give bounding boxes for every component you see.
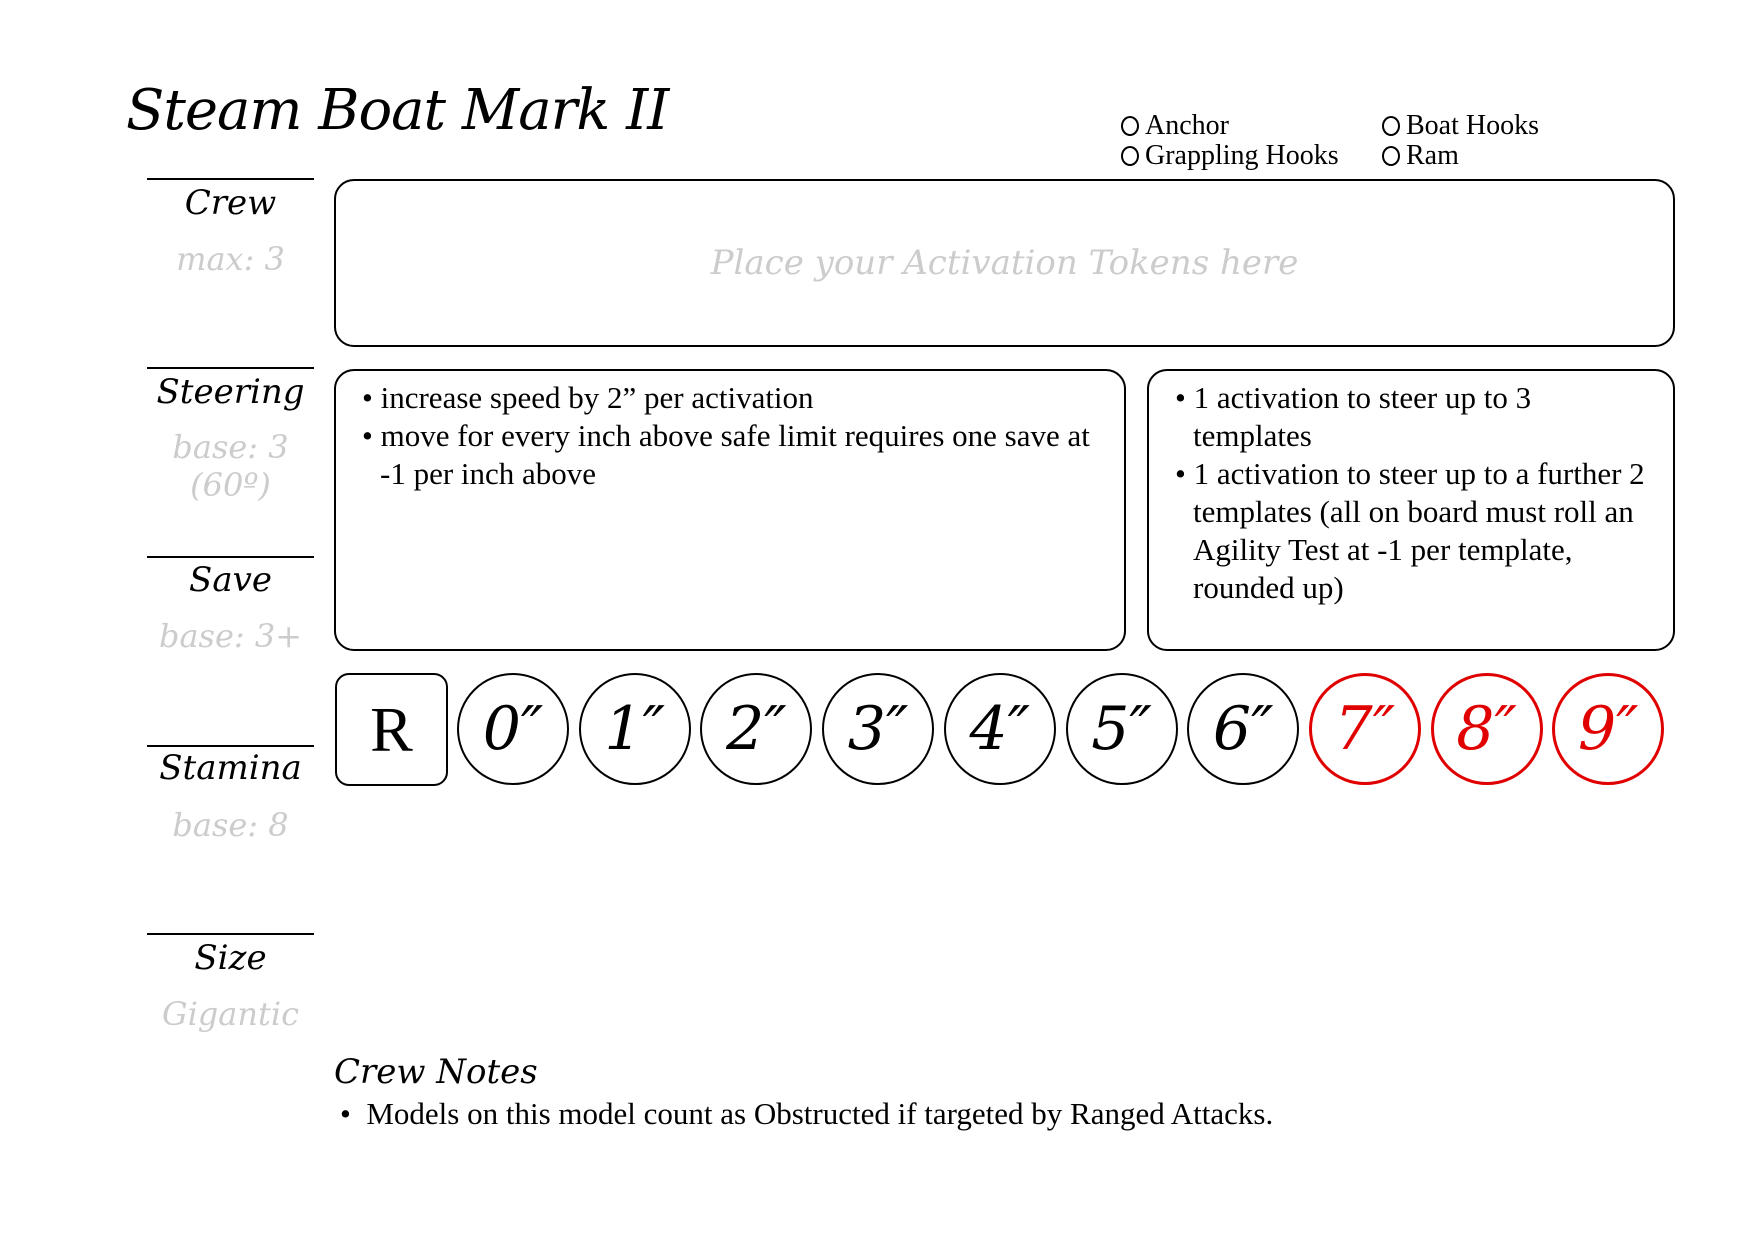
steering-rule: 1 activation to steer up to 3 templates (1175, 379, 1653, 455)
speed-label: 4″ (969, 694, 1031, 764)
speed-rule: increase speed by 2” per activation (362, 379, 1104, 417)
stat-save-value: base: 3+ (158, 617, 303, 655)
speed-label: 3″ (847, 694, 909, 764)
option-label: Ram (1406, 140, 1459, 171)
speed-label: 1″ (604, 694, 665, 764)
stat-steering-value: base: 3 (60º) (172, 428, 289, 504)
speed-label: 5″ (1091, 694, 1152, 764)
crew-note: • Models on this model count as Obstruct… (340, 1096, 1274, 1131)
option-grappling-hooks[interactable]: Grappling Hooks (1121, 140, 1339, 172)
reverse-label: R (370, 693, 413, 765)
checkbox-icon[interactable] (1382, 146, 1400, 166)
speed-label: 9″ (1578, 694, 1639, 764)
option-label: Grappling Hooks (1145, 140, 1339, 171)
activation-placeholder: Place your Activation Tokens here (710, 243, 1299, 283)
speed-rules-box: increase speed by 2” per activation move… (334, 369, 1126, 651)
speed-circle[interactable]: 0″ (457, 673, 569, 785)
stat-crew-value: max: 3 (176, 240, 285, 278)
speed-circle[interactable]: 1″ (578, 673, 691, 785)
stat-size-value: Gigantic (162, 995, 299, 1033)
option-label: Boat Hooks (1406, 110, 1539, 141)
checkbox-icon[interactable] (1121, 146, 1139, 166)
checkbox-icon[interactable] (1382, 116, 1400, 136)
speed-circle[interactable]: 8″ (1430, 673, 1543, 785)
stat-size-label: Size (194, 938, 267, 978)
crew-note-text: Models on this model count as Obstructed… (366, 1096, 1274, 1131)
option-anchor[interactable]: Anchor (1121, 110, 1229, 142)
crew-notes-title: Crew Notes (334, 1052, 538, 1092)
speed-circle[interactable]: 2″ (700, 673, 813, 785)
speed-label: 8″ (1456, 694, 1517, 764)
speed-label: 0″ (482, 694, 544, 764)
page-title: Steam Boat Mark II (126, 78, 669, 143)
option-label: Anchor (1145, 110, 1229, 141)
stat-steering-label: Steering (156, 372, 305, 412)
divider (147, 745, 314, 747)
activation-token-area[interactable]: Place your Activation Tokens here (334, 179, 1675, 347)
speed-circle[interactable]: 4″ (943, 673, 1056, 785)
speed-circle[interactable]: 6″ (1187, 673, 1300, 785)
speed-circle[interactable]: 7″ (1308, 673, 1421, 785)
divider (147, 556, 314, 558)
option-boat-hooks[interactable]: Boat Hooks (1382, 110, 1539, 142)
steering-rules-box: 1 activation to steer up to 3 templates … (1147, 369, 1675, 651)
speed-reverse[interactable]: R (335, 673, 448, 786)
checkbox-icon[interactable] (1121, 116, 1139, 136)
stat-stamina-value: base: 8 (172, 806, 289, 844)
divider (147, 933, 314, 935)
speed-rule: move for every inch above safe limit req… (362, 417, 1104, 493)
option-ram[interactable]: Ram (1382, 140, 1459, 172)
stat-crew-label: Crew (184, 183, 277, 223)
divider (147, 367, 314, 369)
speed-label: 6″ (1212, 694, 1274, 764)
divider (147, 178, 314, 180)
speed-circle[interactable]: 3″ (822, 673, 935, 785)
steering-rule: 1 activation to steer up to a further 2 … (1175, 455, 1653, 607)
speed-circle[interactable]: 9″ (1552, 673, 1665, 785)
speed-circle[interactable]: 5″ (1065, 673, 1178, 785)
speed-label: 2″ (726, 694, 787, 764)
speed-label: 7″ (1334, 694, 1396, 764)
stat-save-label: Save (189, 560, 272, 600)
stat-stamina-label: Stamina (159, 748, 302, 788)
